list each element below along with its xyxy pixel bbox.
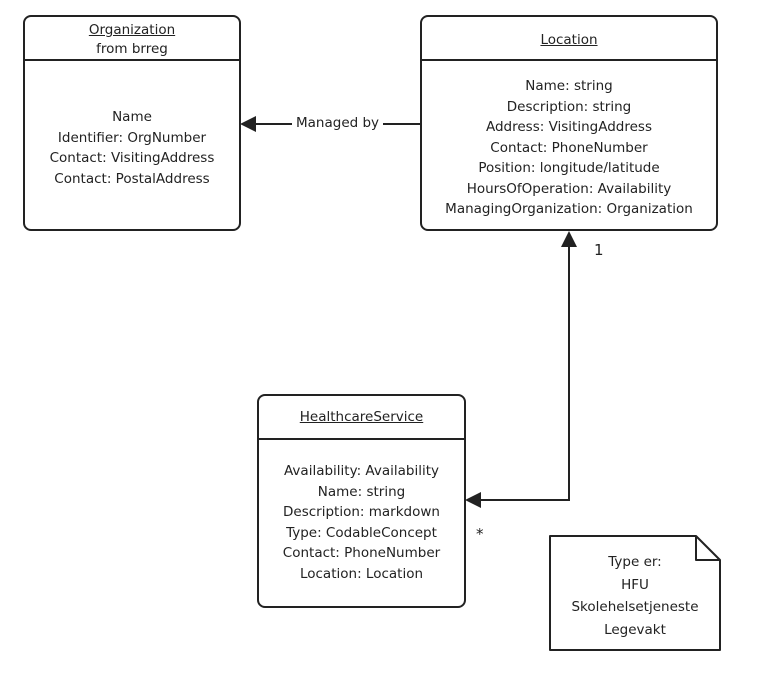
attribute: Description: string [506, 98, 632, 115]
service-arrowhead [465, 492, 481, 508]
organization-title: Organization [88, 22, 176, 38]
organization-attributes: Name Identifier: OrgNumber Contact: Visi… [25, 61, 239, 189]
attribute: Contact: VisitingAddress [49, 150, 215, 166]
attribute: Name: string [525, 78, 613, 94]
healthcare-service-header: HealthcareService [259, 396, 464, 440]
location-multiplicity: 1 [594, 241, 604, 259]
service-location-line [477, 244, 570, 501]
attribute: Location: Location [299, 565, 424, 582]
note-shape [549, 535, 721, 651]
note-line: Legevakt [604, 621, 666, 638]
note-line: Skolehelsetjeneste [571, 599, 699, 615]
service-multiplicity: * [476, 525, 484, 543]
attribute: Type: CodableConcept [286, 524, 437, 541]
attribute: Identifier: OrgNumber [57, 129, 207, 146]
attribute: HoursOfOperation: Availability [466, 180, 672, 197]
attribute: Position: longitude/latitude [478, 160, 660, 176]
organization-subtitle: from brreg [96, 41, 168, 57]
note-fold [695, 536, 720, 561]
attribute: Availability: Availability [283, 463, 440, 479]
location-arrowhead [561, 231, 577, 247]
healthcare-service-title: HealthcareService [299, 409, 424, 425]
attribute: Name: string [317, 483, 406, 500]
managed-by-arrowhead [240, 116, 256, 132]
healthcare-service-attributes: Availability: Availability Name: string … [259, 440, 464, 584]
healthcare-service-class[interactable]: HealthcareService Availability: Availabi… [257, 394, 466, 608]
attribute: Name [112, 109, 152, 125]
note-text: Type er: HFU Skolehelsetjeneste Legevakt [550, 551, 720, 641]
note-line: Type er: [608, 554, 662, 570]
attribute: Contact: PostalAddress [54, 170, 210, 187]
attribute: Contact: PhoneNumber [490, 139, 648, 156]
note-line: HFU [621, 576, 649, 593]
location-class[interactable]: Location Name: string Description: strin… [420, 15, 718, 231]
organization-class[interactable]: Organization from brreg Name Identifier:… [23, 15, 241, 231]
attribute: Description: markdown [283, 504, 440, 520]
managed-by-label: Managed by [292, 114, 384, 132]
organization-header: Organization from brreg [25, 17, 239, 61]
attribute: ManagingOrganization: Organization [445, 201, 693, 217]
attribute: Address: VisitingAddress [485, 119, 652, 135]
location-title: Location [540, 32, 598, 48]
location-header: Location [422, 17, 716, 61]
attribute: Contact: PhoneNumber [282, 545, 441, 561]
location-attributes: Name: string Description: string Address… [422, 61, 716, 220]
